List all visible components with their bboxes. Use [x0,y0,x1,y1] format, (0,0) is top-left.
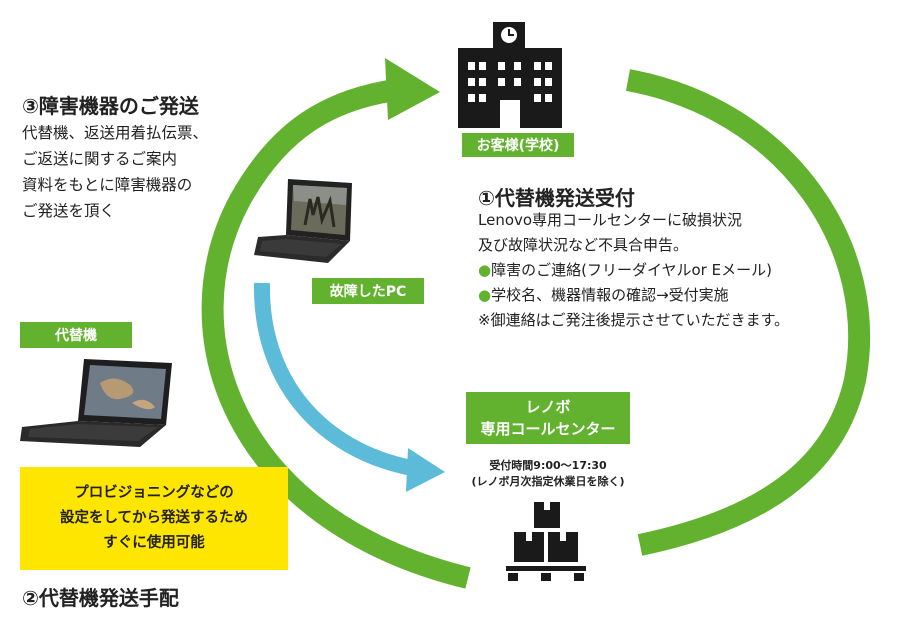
step1-description: Lenovo専用コールセンターに破損状況 及び故障状況など不具合申告。 ●障害の… [478,208,789,333]
step1-line: 及び故障状況など不具合申告。 [478,236,689,254]
step1-line: Lenovo専用コールセンターに破損状況 [478,211,743,229]
customer-label: お客様(学校) [462,133,574,157]
provisioning-line: プロビジョニングなどの [74,485,234,501]
step3-line: 代替機、返送用着払伝票、 [22,124,209,142]
reception-hours: 受付時間9:00～17:30 (レノボ月次指定休業日を除く) [456,458,640,490]
boxes-pallet-icon [506,502,586,581]
broken-pc-label: 故障したPC [312,278,424,304]
green-arc-left [201,79,471,589]
laptop-icon [20,359,172,447]
step2-title: ②代替機発送手配 [22,586,179,610]
provisioning-line: すぐに使用可能 [103,535,205,551]
step1-title: ①代替機発送受付 [478,186,635,210]
bullet-icon: ● [478,261,492,279]
step1-bullet-text: 学校名、機器情報の確認→受付実施 [491,286,729,304]
replacement-label: 代替機 [20,322,132,348]
blue-arc [253,282,414,476]
step3-line: ご返送に関するご案内 [22,150,178,168]
green-arrowhead [385,58,440,120]
bullet-icon: ● [478,286,492,304]
step1-note: ※御連絡はご発注後提示させていただきます。 [478,311,790,329]
call-center-line: レノボ [525,398,571,416]
provisioning-line: 設定をしてから発送するため [59,510,249,526]
step1-bullet: ●障害のご連絡(フリーダイヤルor Eメール) [478,258,789,283]
step3-line: 資料をもとに障害機器の [22,176,193,194]
provisioning-note: プロビジョニングなどの 設定をしてから発送するため すぐに使用可能 [20,467,288,570]
step1-bullet-text: 障害のご連絡(フリーダイヤルor Eメール) [491,261,772,279]
call-center-label: レノボ 専用コールセンター [466,392,630,444]
call-center-line: 専用コールセンター [480,420,616,438]
green-arc-right [625,69,870,556]
school-building-icon [458,22,562,128]
step3-description: 代替機、返送用着払伝票、 ご返送に関するご案内 資料をもとに障害機器の ご発送を… [22,120,208,224]
step3-title: ③障害機器のご発送 [22,94,199,118]
tablet-laptop-icon [254,179,352,263]
step1-bullet: ●学校名、機器情報の確認→受付実施 [478,283,789,308]
step3-line: ご発送を頂く [22,202,116,220]
blue-arrowhead [406,448,445,492]
hours-line: 受付時間9:00～17:30 [489,459,607,472]
hours-line: (レノボ月次指定休業日を除く) [471,475,625,488]
